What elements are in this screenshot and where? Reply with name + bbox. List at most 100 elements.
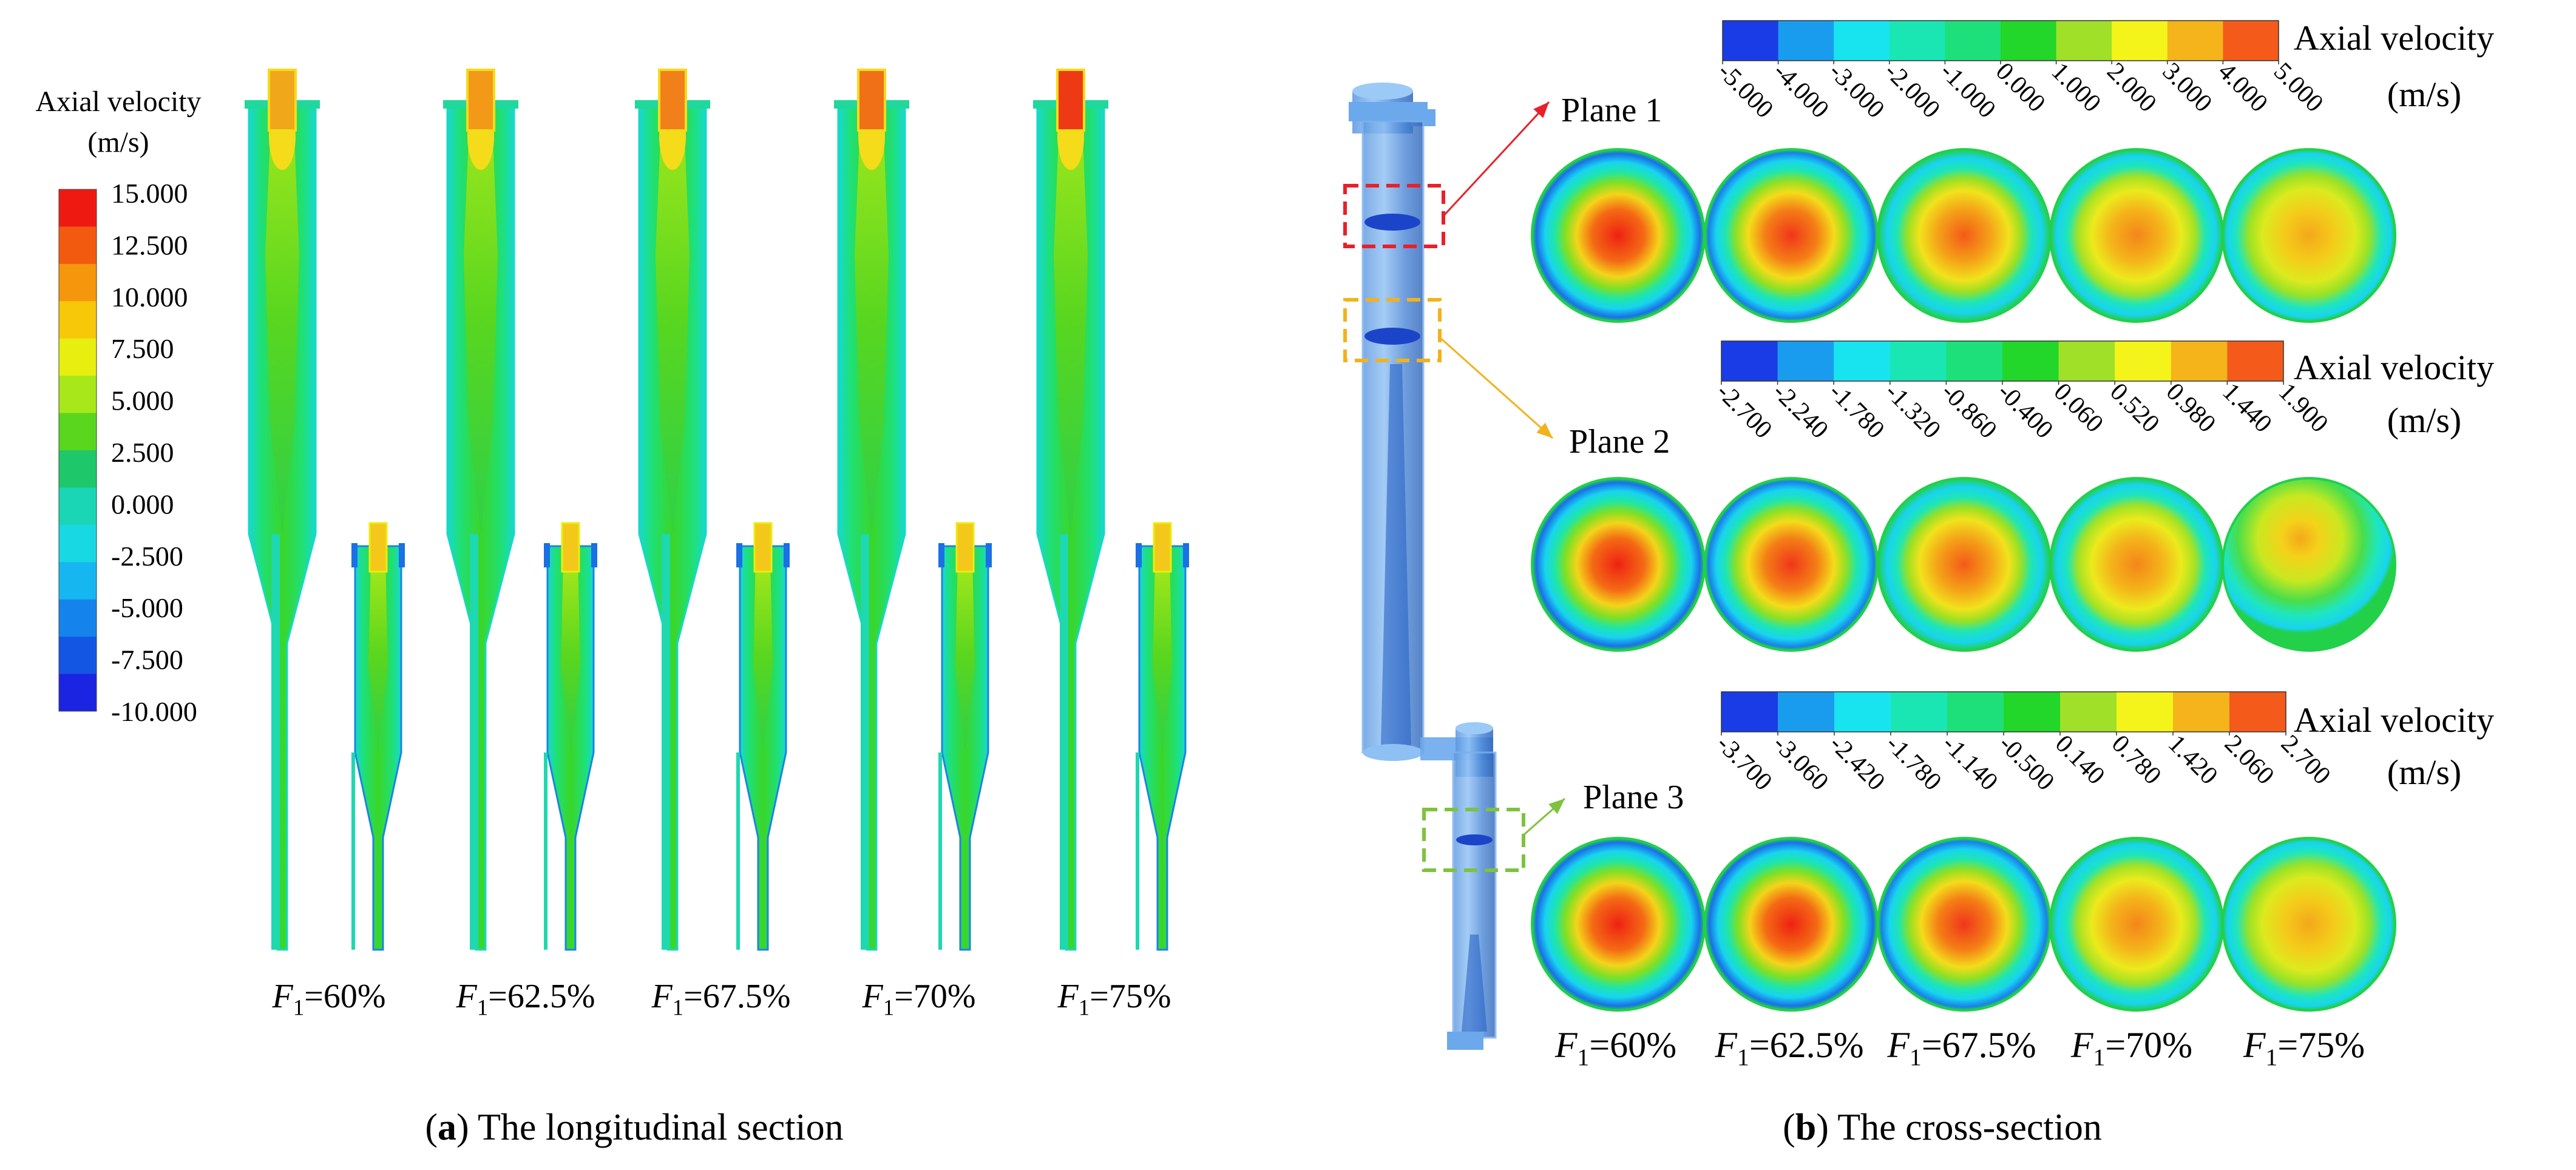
right-colorbars: -5.000-4.000-3.000-2.000-1.0000.0001.000… bbox=[1711, 18, 2494, 796]
caption-b: (b) The cross-section bbox=[1783, 1107, 2102, 1148]
plane-3-disc-contour bbox=[2222, 837, 2396, 1012]
legend-tick-label: 5.000 bbox=[111, 385, 174, 416]
colorbar-swatch bbox=[1834, 692, 1891, 732]
case-label-symbol: F bbox=[1057, 978, 1079, 1015]
colorbar-title-line1: Axial velocity bbox=[2294, 700, 2494, 740]
colorbar-tick-label: 1.000 bbox=[2046, 58, 2106, 118]
first-stage-core bbox=[656, 109, 690, 534]
case-label-symbol: F bbox=[2070, 1025, 2094, 1065]
colorbar-swatch bbox=[1834, 21, 1890, 61]
legend-swatch bbox=[59, 301, 97, 339]
first-stage-bottom bbox=[1363, 744, 1423, 761]
colorbar-swatch bbox=[2115, 341, 2172, 381]
case-label-value: =75% bbox=[2277, 1025, 2365, 1065]
colorbar-swatch bbox=[2004, 692, 2061, 732]
colorbar-tick-label: 0.780 bbox=[2106, 730, 2166, 790]
caption-a-letter: a bbox=[438, 1107, 456, 1148]
first-stage-core bbox=[265, 109, 299, 534]
first-stage-core bbox=[464, 109, 498, 534]
first-stage-outlet-pipe bbox=[466, 69, 495, 132]
case-label-subscript: 1 bbox=[673, 995, 683, 1020]
colorbar-tick-label: 1.420 bbox=[2163, 730, 2223, 790]
colorbar-tick-label: -4.000 bbox=[1768, 58, 1834, 124]
colorbar-tick-label: -1.320 bbox=[1880, 378, 1946, 444]
case-label-value: =67.5% bbox=[683, 978, 790, 1015]
case-label-symbol: F bbox=[651, 978, 673, 1015]
legend-tick-label: -5.000 bbox=[111, 592, 183, 623]
case-label-symbol: F bbox=[862, 978, 884, 1015]
case-label-value: =70% bbox=[2105, 1025, 2192, 1065]
plane-1-disc-contour bbox=[1877, 148, 2052, 323]
colorbar-title-line2: (m/s) bbox=[2387, 75, 2461, 114]
plane-2-arrow-head bbox=[1536, 422, 1553, 438]
legend-tick-label: -7.500 bbox=[111, 644, 183, 675]
plane-2-disc-contour bbox=[2049, 477, 2224, 652]
second-stage-inlet-wall bbox=[591, 543, 597, 567]
colorbar-swatch bbox=[2001, 21, 2057, 61]
plane-2-arrow bbox=[1439, 336, 1553, 439]
plane-3-disc-contour bbox=[1704, 837, 1879, 1012]
colorbar-swatch bbox=[1778, 692, 1835, 732]
colorbar-title-line1: Axial velocity bbox=[2294, 18, 2494, 58]
colorbar-swatch bbox=[1777, 341, 1834, 381]
case-label-symbol: F bbox=[456, 978, 478, 1015]
plane-3-disc-contour bbox=[1531, 837, 1706, 1012]
plane-1-disc-contour bbox=[1704, 148, 1879, 323]
case-label-value: =70% bbox=[894, 978, 975, 1015]
first-stage-outlet-pipe bbox=[268, 69, 297, 132]
caption-b-text: The cross-section bbox=[1829, 1107, 2102, 1148]
colorbar-swatch bbox=[2167, 21, 2223, 61]
second-stage-dipleg bbox=[938, 752, 942, 950]
colorbar-swatch bbox=[2171, 341, 2228, 381]
plane-3-disc bbox=[1456, 834, 1493, 845]
colorbar-tick-label: -3.060 bbox=[1768, 730, 1834, 796]
second-stage-inlet-wall bbox=[784, 543, 790, 567]
colorbar-swatch bbox=[1721, 692, 1778, 732]
second-stage-inlet-wall bbox=[351, 543, 358, 567]
colorbar-tick-label: 0.060 bbox=[2049, 378, 2109, 438]
legend-swatch bbox=[59, 189, 97, 227]
colorbar-tick-label: -1.780 bbox=[1823, 378, 1890, 444]
case-label-value: =75% bbox=[1090, 978, 1171, 1015]
second-stage-core bbox=[1153, 558, 1172, 752]
colorbar-title-line2: (m/s) bbox=[2387, 752, 2461, 792]
legend-swatch bbox=[59, 226, 97, 265]
legend-swatch bbox=[59, 487, 97, 526]
legend-frame bbox=[58, 189, 97, 712]
colorbar-tick-label: -0.860 bbox=[1936, 378, 2002, 444]
plane-1-disc-contour bbox=[1531, 148, 1706, 323]
case-label-value: =67.5% bbox=[1922, 1025, 2036, 1065]
legend-tick-label: 12.500 bbox=[111, 229, 188, 260]
right-case-labels: F1=60%F1=62.5%F1=67.5%F1=70%F1=75% bbox=[1554, 1025, 2365, 1070]
plane-label: Plane 2 bbox=[1569, 423, 1670, 461]
plane-1-disc-contour bbox=[2222, 148, 2396, 323]
left-colorbar: Axial velocity(m/s)15.00012.50010.0007.5… bbox=[35, 86, 201, 727]
legend-title-line2: (m/s) bbox=[87, 126, 149, 158]
case-label-subscript: 1 bbox=[883, 995, 894, 1020]
case-label: F1=62.5% bbox=[1714, 1025, 1863, 1070]
legend-swatch bbox=[59, 263, 97, 302]
colorbar-swatch bbox=[1721, 341, 1778, 381]
colorbar-tick-label: -0.500 bbox=[1993, 730, 2059, 796]
colorbar-swatch bbox=[1889, 21, 1945, 61]
case-label-value: =62.5% bbox=[1749, 1025, 1864, 1065]
plane-3-disc-contour bbox=[1877, 837, 2052, 1012]
colorbar-tick-label: 0.140 bbox=[2050, 730, 2110, 790]
plane-3-arrow-head bbox=[1548, 799, 1565, 814]
first-stage-core bbox=[1054, 109, 1088, 534]
legend-swatch bbox=[59, 450, 97, 488]
plane-2-disc-contour bbox=[2222, 477, 2396, 652]
plane-3-disc-contour bbox=[2049, 837, 2224, 1012]
second-stage-inlet-wall bbox=[1136, 543, 1142, 567]
colorbar-tick-label: -2.700 bbox=[1711, 378, 1777, 444]
second-stage-outlet-pipe bbox=[368, 522, 388, 573]
first-stage-outlet-pipe bbox=[658, 69, 687, 132]
legend-swatch bbox=[59, 413, 97, 451]
colorbar-tick-label: 1.440 bbox=[2217, 378, 2277, 438]
case-label-subscript: 1 bbox=[1578, 1044, 1590, 1070]
legend-swatch bbox=[59, 637, 97, 675]
second-stage-core bbox=[955, 558, 975, 752]
second-stage-cone bbox=[1462, 935, 1487, 1032]
colorbar-swatch bbox=[1947, 692, 2004, 732]
case-label: F1=70% bbox=[2070, 1025, 2192, 1070]
